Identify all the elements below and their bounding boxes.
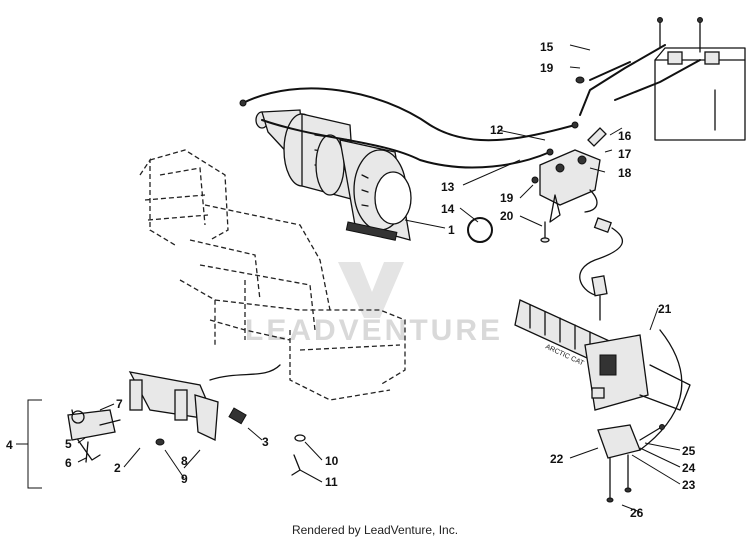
hose-clamp bbox=[467, 217, 493, 243]
part-label-26[interactable]: 26 bbox=[630, 506, 644, 520]
solenoid bbox=[531, 76, 601, 243]
part-label-8[interactable]: 8 bbox=[181, 454, 188, 468]
leader-lines bbox=[16, 44, 681, 513]
part-label-5[interactable]: 5 bbox=[65, 437, 72, 451]
part-label-11[interactable]: 11 bbox=[325, 475, 338, 489]
part-label-19-bottom[interactable]: 19 bbox=[500, 191, 514, 205]
part-label-18[interactable]: 18 bbox=[618, 166, 632, 180]
handlebar-switch: ARCTIC CAT bbox=[514, 299, 691, 411]
part-label-9[interactable]: 9 bbox=[181, 472, 188, 486]
part-label-15[interactable]: 15 bbox=[540, 40, 554, 54]
part-label-24[interactable]: 24 bbox=[682, 461, 696, 475]
switch-housing bbox=[597, 424, 665, 503]
battery bbox=[654, 47, 746, 141]
part-label-12[interactable]: 12 bbox=[490, 123, 504, 137]
winch-assembly bbox=[255, 109, 412, 241]
part-label-17[interactable]: 17 bbox=[618, 147, 632, 161]
part-labels: 15 19 12 16 17 18 13 14 1 19 20 21 22 25… bbox=[6, 40, 696, 520]
part-label-3[interactable]: 3 bbox=[262, 435, 269, 449]
front-rack bbox=[139, 149, 406, 401]
part-label-13[interactable]: 13 bbox=[441, 180, 455, 194]
credit-text: Rendered by LeadVenture, Inc. bbox=[292, 523, 458, 537]
part-label-14[interactable]: 14 bbox=[441, 202, 455, 216]
part-label-2[interactable]: 2 bbox=[114, 461, 121, 475]
part-label-20[interactable]: 20 bbox=[500, 209, 514, 223]
part-label-10[interactable]: 10 bbox=[325, 454, 339, 468]
winch-mount bbox=[67, 364, 306, 476]
wiring-harness bbox=[579, 217, 683, 451]
part-label-16[interactable]: 16 bbox=[618, 129, 632, 143]
part-label-19-top[interactable]: 19 bbox=[540, 61, 554, 75]
part-label-1[interactable]: 1 bbox=[448, 223, 455, 237]
watermark: LEADVENTURE bbox=[245, 262, 503, 347]
battery-cables bbox=[579, 17, 703, 147]
part-label-25[interactable]: 25 bbox=[682, 444, 696, 458]
part-label-22[interactable]: 22 bbox=[550, 452, 564, 466]
part-label-23[interactable]: 23 bbox=[682, 478, 696, 492]
part-label-21[interactable]: 21 bbox=[658, 302, 672, 316]
part-label-6[interactable]: 6 bbox=[65, 456, 72, 470]
part-label-4[interactable]: 4 bbox=[6, 438, 13, 452]
watermark-text: LEADVENTURE bbox=[245, 314, 503, 347]
winch-cables bbox=[239, 87, 579, 169]
part-label-7[interactable]: 7 bbox=[116, 397, 123, 411]
